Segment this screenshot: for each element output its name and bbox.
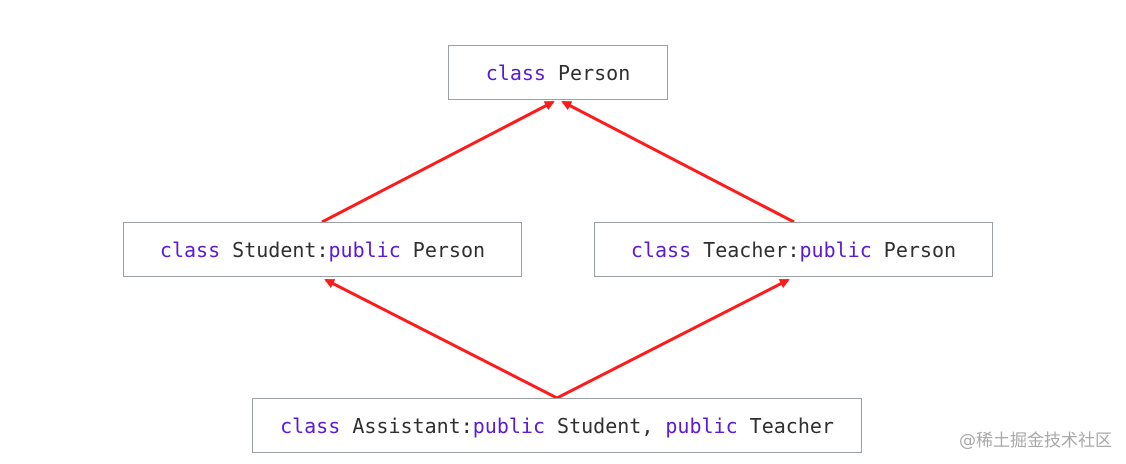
keyword-class: class [485, 60, 546, 85]
base-class-name-1: Student, [544, 413, 654, 438]
watermark: @稀土掘金技术社区 [959, 431, 1112, 451]
base-class-name: Person [871, 237, 957, 262]
arrow-student-to-person [321, 100, 555, 224]
class-name: Student: [220, 237, 329, 262]
keyword-class: class [280, 413, 341, 438]
class-person-node: class Person [448, 45, 668, 100]
keyword-class: class [159, 237, 221, 262]
keyword-public: public [799, 237, 872, 262]
class-student-node: class Student:public Person [123, 222, 522, 277]
base-class-name: Person [400, 237, 486, 262]
arrow-assistant-to-teacher [556, 278, 790, 400]
arrow-assistant-to-student [324, 278, 558, 400]
class-name: Assistant: [340, 413, 473, 438]
keyword-class: class [630, 237, 692, 262]
keyword-public: public [665, 413, 738, 438]
keyword-public: public [472, 413, 545, 438]
class-assistant-node: class Assistant:public Student,public Te… [252, 398, 862, 453]
class-name: Teacher: [691, 237, 800, 262]
class-teacher-node: class Teacher:public Person [594, 222, 993, 277]
keyword-public: public [328, 237, 401, 262]
class-name: Person [545, 60, 631, 85]
base-class-name-2: Teacher [737, 413, 834, 438]
arrow-teacher-to-person [561, 100, 795, 224]
